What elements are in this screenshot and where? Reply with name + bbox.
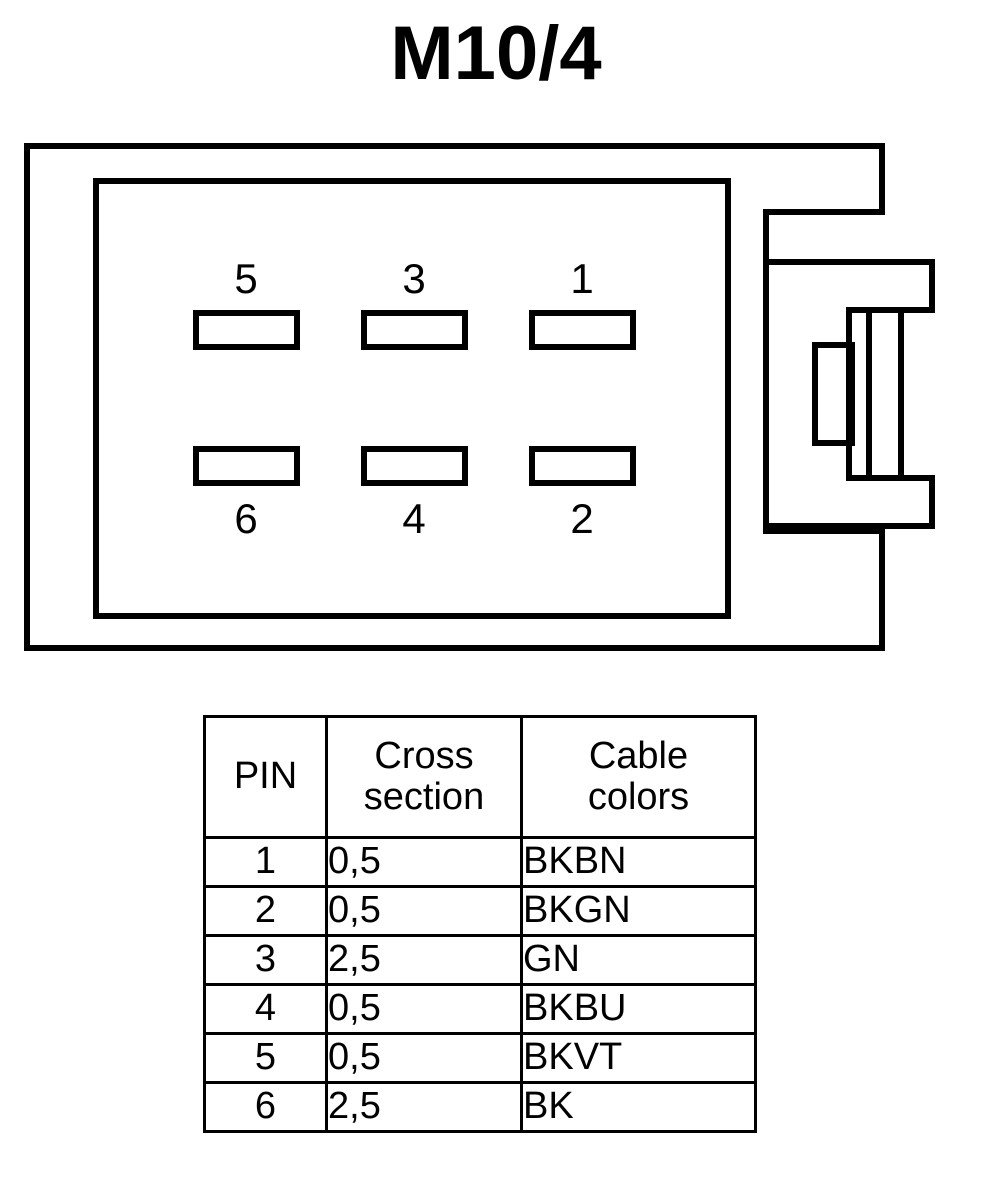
cell-cable-colors: BKVT	[520, 1032, 757, 1084]
column-header-cable-colors-line1: Cable	[588, 734, 689, 777]
column-header-cable-colors: Cable colors	[520, 715, 757, 839]
pin-label-2: 2	[570, 495, 594, 542]
pin-label-6: 6	[234, 495, 258, 542]
pin-slot-5[interactable]	[193, 310, 300, 350]
connector-outline-svg	[24, 143, 935, 651]
pin-slot-2[interactable]	[529, 446, 636, 486]
column-header-cross-section-line2: section	[363, 776, 485, 818]
table-row: 6 2,5 BK	[203, 1081, 757, 1133]
cell-cable-colors: BKBU	[520, 983, 757, 1035]
page-title: M10/4	[390, 11, 602, 96]
column-header-pin: PIN	[203, 715, 328, 839]
pin-assignment-table: PIN Cross section Cable colors 1 0,5 BKB…	[203, 715, 757, 1133]
cell-cable-colors: GN	[520, 934, 757, 986]
pin-slot-1[interactable]	[529, 310, 636, 350]
cell-cross-section: 0,5	[325, 836, 523, 888]
housing-outer-outline	[24, 143, 885, 651]
cell-pin: 2	[203, 885, 328, 937]
cell-pin: 6	[203, 1081, 328, 1133]
pin-slot-6[interactable]	[193, 446, 300, 486]
cell-cross-section: 2,5	[325, 934, 523, 986]
cell-cross-section: 0,5	[325, 983, 523, 1035]
cell-cross-section: 0,5	[325, 1032, 523, 1084]
cell-cross-section: 0,5	[325, 885, 523, 937]
pin-slot-4[interactable]	[361, 446, 468, 486]
column-header-cross-section: Cross section	[325, 715, 523, 839]
column-header-cable-colors-line2: colors	[587, 776, 690, 818]
column-header-cross-section-line1: Cross	[374, 734, 474, 777]
pin-slot-3[interactable]	[361, 310, 468, 350]
connector-drawing: 5 3 1 6 4 2	[0, 130, 992, 670]
table-row: 4 0,5 BKBU	[203, 983, 757, 1035]
table-header-row: PIN Cross section Cable colors	[203, 715, 757, 839]
cell-pin: 1	[203, 836, 328, 888]
latch-outer-bracket	[766, 259, 935, 529]
cell-pin: 5	[203, 1032, 328, 1084]
pin-label-5: 5	[234, 255, 258, 302]
cell-cable-colors: BK	[520, 1081, 757, 1133]
cell-cable-colors: BKBN	[520, 836, 757, 888]
cell-cable-colors: BKGN	[520, 885, 757, 937]
table-row: 1 0,5 BKBN	[203, 836, 757, 888]
table-row: 2 0,5 BKGN	[203, 885, 757, 937]
table-row: 5 0,5 BKVT	[203, 1032, 757, 1084]
pin-label-3: 3	[402, 255, 426, 302]
cell-pin: 4	[203, 983, 328, 1035]
pin-label-1: 1	[570, 255, 594, 302]
table-row: 3 2,5 GN	[203, 934, 757, 986]
cell-pin: 3	[203, 934, 328, 986]
cell-cross-section: 2,5	[325, 1081, 523, 1133]
housing-inner-face	[93, 178, 731, 619]
pin-label-4: 4	[402, 495, 426, 542]
latch-nub	[812, 342, 855, 446]
latch-middle-block	[846, 307, 904, 481]
